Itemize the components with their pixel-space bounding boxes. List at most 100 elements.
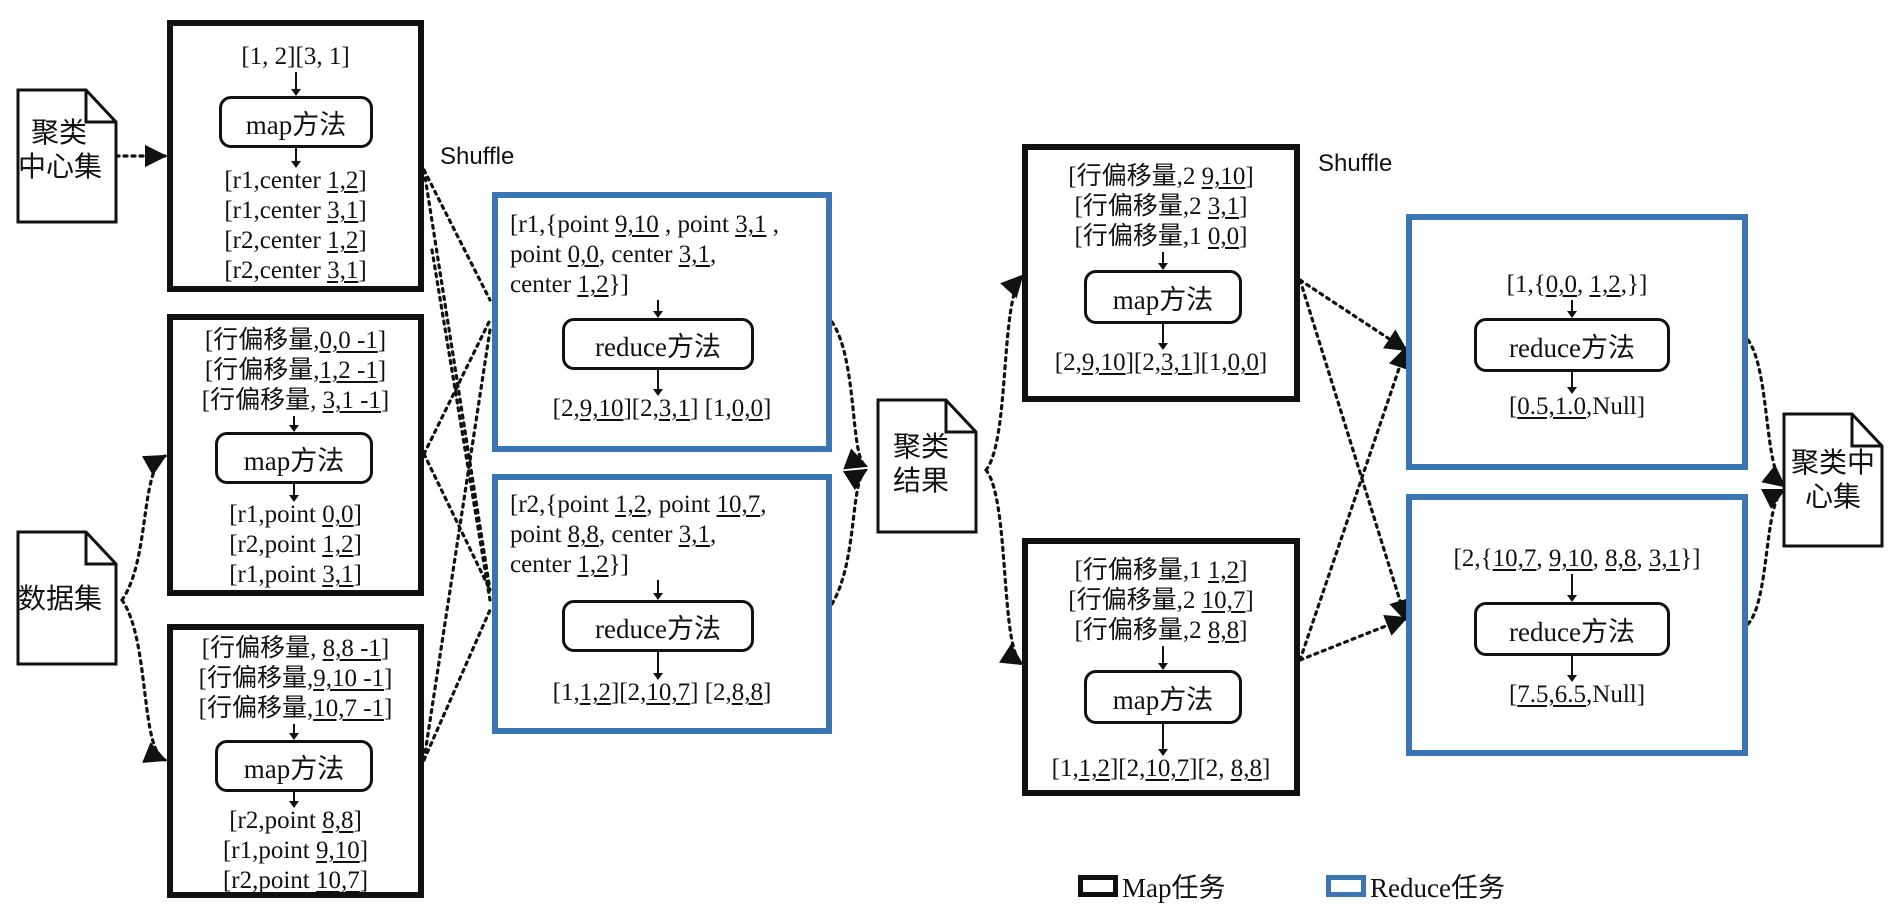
arrow-down-icon-head <box>653 389 663 396</box>
reduce-task-box-4: [2,{10,7, 9,10, 8,8, 3,1}] reduce方法 [7.5… <box>1406 494 1748 756</box>
reduce-task-box-3: [1,{0,0, 1,2,}] reduce方法 [0.5,1.0,Null] <box>1406 214 1748 470</box>
shuffle-map1-reduce2 <box>422 168 492 592</box>
map-output-line: [r2,point 8,8] <box>229 807 362 834</box>
underlined-value: 9,10 -1 <box>313 665 385 692</box>
arrow-down-icon <box>1162 724 1164 750</box>
map-input-line: [行偏移量,1,2 -1] <box>204 357 387 384</box>
reduce-output-line: [1,1,2][2,10,7] [2,8,8] <box>552 679 772 706</box>
underlined-value: 1,2 <box>577 551 609 578</box>
arrow-down-icon-head <box>1567 311 1577 318</box>
underlined-value: 8,8 <box>1230 755 1263 782</box>
reduce-input-line: [r2,{point 1,2, point 10,7, <box>510 491 767 518</box>
reduce-method-node: reduce方法 <box>562 318 754 370</box>
map-output-line: [r1,point 9,10] <box>222 837 369 864</box>
map-task-box-4: [行偏移量,2 9,10] [行偏移量,2 3,1] [行偏移量,1 0,0] … <box>1022 144 1300 402</box>
map-method-node: map方法 <box>215 432 373 484</box>
underlined-value: 10,7 <box>315 867 360 894</box>
arrow-down-icon-head <box>653 311 663 318</box>
legend-reduce-label: Reduce任务 <box>1370 873 1505 903</box>
map-output-line: [r1,center 3,1] <box>224 197 367 224</box>
underlined-value: 0,0 <box>1207 223 1240 250</box>
map-task-box-2: [行偏移量,0,0 -1] [行偏移量,1,2 -1] [行偏移量, 3,1 -… <box>167 314 424 596</box>
underlined-value: 10,7 <box>1201 587 1246 614</box>
underlined-value: 3,1 <box>327 197 359 224</box>
arrow-down-icon <box>657 652 659 674</box>
map-output-line: [2,9,10][2,3,1][1,0,0] <box>1054 349 1268 376</box>
map-output-line: [1,1,2][2,10,7][2, 8,8] <box>1051 755 1271 782</box>
reduce-method-node: reduce方法 <box>562 600 754 652</box>
underlined-value: 0,0 <box>322 501 354 528</box>
underlined-value: 10,7 <box>1492 545 1537 572</box>
shuffle-map1-reduce1 <box>422 168 492 302</box>
arrow-down-icon-head <box>291 161 301 168</box>
map-method-node: map方法 <box>1084 670 1242 724</box>
legend-reduce-swatch <box>1326 874 1366 897</box>
underlined-value: 8,8 <box>1605 545 1637 572</box>
underlined-value: 10,7 <box>716 491 761 518</box>
underlined-value: 9,10 <box>615 211 659 238</box>
underlined-value: 10,7 -1 <box>313 695 385 722</box>
underlined-value: 0,0 <box>567 241 599 268</box>
arrow-down-icon-head <box>1567 387 1577 394</box>
arrow-down-icon <box>1162 646 1164 664</box>
arrow-down-icon <box>295 72 297 90</box>
underlined-value: 7.5,6.5 <box>1517 681 1587 708</box>
underlined-value: 3,1 <box>1161 349 1193 376</box>
underlined-value: 9,10 <box>1548 545 1593 572</box>
map-input-line: [1, 2][3, 1] <box>241 43 350 70</box>
arrow-down-icon-head <box>291 89 301 96</box>
map-output-line: [r2,center 1,2] <box>224 227 367 254</box>
reduce-input-line: [r1,{point 9,10 , point 3,1 , <box>510 211 779 238</box>
map-input-line: [行偏移量,2 9,10] <box>1068 163 1254 190</box>
arrow-down-icon-head <box>289 425 299 432</box>
legend-reduce: Reduce任务 <box>1326 866 1505 905</box>
shuffle-map5-reduce3 <box>1298 345 1411 662</box>
arrow-down-icon <box>1571 300 1573 312</box>
map-output-line: [r1,center 1,2] <box>224 167 367 194</box>
reduce-task-box-1: [r1,{point 9,10 , point 3,1 , point 0,0,… <box>492 192 832 452</box>
reduce-task-box-2: [r2,{point 1,2, point 10,7, point 8,8, c… <box>492 474 832 734</box>
connector-reduce1-to-result <box>830 320 869 470</box>
legend-map-swatch <box>1078 874 1118 897</box>
map-task-box-3: [行偏移量, 8,8 -1] [行偏移量,9,10 -1] [行偏移量,10,7… <box>167 624 424 898</box>
map-input-line: [行偏移量,0,0 -1] <box>204 327 387 354</box>
underlined-value: 1,2 <box>322 531 354 558</box>
legend-map-label: Map任务 <box>1122 873 1226 903</box>
reduce-method-node: reduce方法 <box>1474 318 1670 372</box>
map-method-node: map方法 <box>215 740 373 792</box>
underlined-value: 0,0 <box>731 395 764 422</box>
underlined-value: 3,1 <box>327 257 359 284</box>
reduce-input-line: center 1,2}] <box>510 551 629 578</box>
doc-icon-cluster-centers-in <box>16 88 118 224</box>
underlined-value: 3,1 <box>678 241 710 268</box>
arrow-down-icon-head <box>289 801 299 808</box>
shuffle-map3-reduce1 <box>422 328 492 762</box>
reduce-output-line: [0.5,1.0,Null] <box>1508 393 1646 420</box>
underlined-value: 9,10 <box>579 395 624 422</box>
arrow-down-icon <box>1162 324 1164 344</box>
shuffle-label-stage2: Shuffle <box>1318 150 1393 177</box>
arrow-down-icon-head <box>1158 663 1168 670</box>
arrow-down-icon <box>657 300 659 312</box>
map-input-line: [行偏移量,2 8,8] <box>1074 617 1248 644</box>
shuffle-map2-reduce2 <box>422 452 492 592</box>
connector-reduce2-to-result <box>830 468 868 606</box>
underlined-value: 0,0 <box>1227 349 1259 376</box>
doc-label-cluster-centers-in: 聚类中心集 <box>18 116 103 183</box>
arrow-down-icon-head <box>653 673 663 680</box>
reduce-input-line: point 8,8, center 3,1, <box>510 521 717 548</box>
underlined-value: 1,2 <box>579 679 611 706</box>
reduce-input-line: [2,{10,7, 9,10, 8,8, 3,1}] <box>1453 545 1701 572</box>
arrow-down-icon <box>657 580 659 594</box>
map-output-line: [r1,point 0,0] <box>229 501 362 528</box>
shuffle-map4-reduce4 <box>1298 278 1411 623</box>
underlined-value: 0,0 -1 <box>319 327 378 354</box>
connector-result-to-map5 <box>984 468 1024 666</box>
map-task-box-1: [1, 2][3, 1] map方法 [r1,center 1,2] [r1,c… <box>167 20 424 292</box>
reduce-method-node: reduce方法 <box>1474 602 1670 656</box>
doc-label-dataset: 数据集 <box>18 582 103 615</box>
shuffle-map2-reduce1 <box>422 318 492 456</box>
underlined-value: 0,0 <box>1545 271 1577 298</box>
underlined-value: 1,2 <box>1078 755 1110 782</box>
underlined-value: 3,1 <box>1648 545 1681 572</box>
